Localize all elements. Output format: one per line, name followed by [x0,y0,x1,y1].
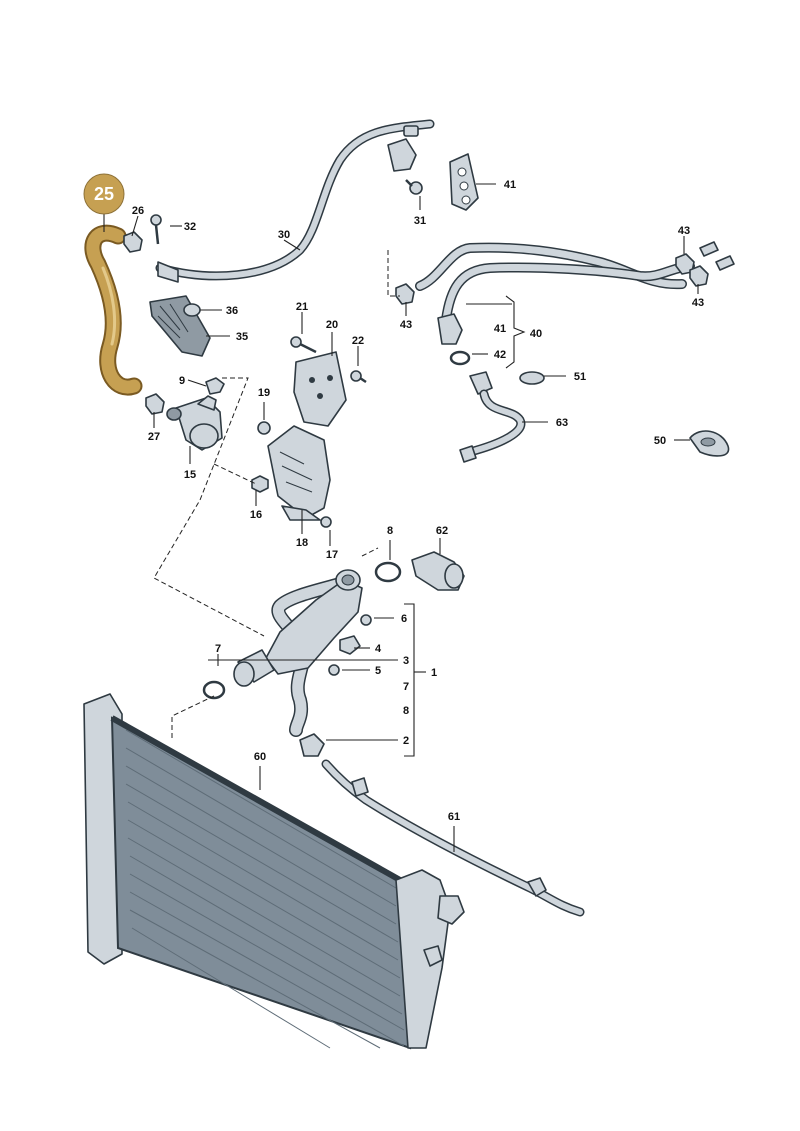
nut-16 [251,475,269,493]
o-ring-7 [202,680,226,700]
clip-9 [205,377,225,395]
callout-17[interactable]: 17 [326,549,338,561]
callout-16[interactable]: 16 [250,509,262,521]
water-pump-15 [166,395,223,451]
radiator-60 [83,693,465,1050]
assembly-line-radiator [171,695,215,738]
coolant-pipe-41 [415,242,695,345]
bolt-31 [405,179,423,195]
callout-18[interactable]: 18 [296,537,308,549]
callout-7-list[interactable]: 7 [403,681,409,693]
callout-19[interactable]: 19 [258,387,270,399]
callout-8-oring[interactable]: 8 [387,525,393,537]
callout-25-label: 25 [94,184,114,204]
callout-50[interactable]: 50 [654,435,666,447]
bolt-19 [257,421,271,435]
callout-8-list[interactable]: 8 [403,705,409,717]
callout-63[interactable]: 63 [556,417,568,429]
callout-22[interactable]: 22 [352,335,364,347]
callout-labels: 26 32 30 36 35 9 27 15 19 16 21 20 22 18… [132,179,704,823]
coolant-pipe-30 [155,119,435,281]
callout-43-upper-right[interactable]: 43 [678,225,690,237]
callout-51[interactable]: 51 [574,371,586,383]
callout-20[interactable]: 20 [326,319,338,331]
callout-31[interactable]: 31 [414,215,426,227]
callout-15[interactable]: 15 [184,469,196,481]
grommet-51 [519,371,545,385]
callout-7-oring[interactable]: 7 [215,643,221,655]
callout-30[interactable]: 30 [278,229,290,241]
callout-36[interactable]: 36 [226,305,238,317]
callout-3[interactable]: 3 [403,655,409,667]
callout-42[interactable]: 42 [494,349,506,361]
callout-9[interactable]: 9 [179,375,185,387]
callout-27[interactable]: 27 [148,431,160,443]
bracket-20 [290,336,367,427]
assembly-line-pump [213,463,257,485]
coolant-hose-highlighted[interactable] [84,224,143,396]
callout-40[interactable]: 40 [530,328,542,340]
connector-62 [411,551,465,591]
callout-4[interactable]: 4 [375,643,382,655]
coolant-pipe-63 [459,371,526,463]
thermostat-housing-1 [233,569,372,757]
gasket-41 [449,153,479,211]
bracket-18 [267,425,332,528]
callout-62[interactable]: 62 [436,525,448,537]
callout-43-lower-right[interactable]: 43 [692,297,704,309]
leader-lines [103,183,699,852]
callout-43-left[interactable]: 43 [400,319,412,331]
callout-25-highlighted[interactable]: 25 [83,173,125,215]
callout-41-pipe[interactable]: 41 [494,323,506,335]
callout-61[interactable]: 61 [448,811,460,823]
clips-43 [395,241,735,305]
callout-21[interactable]: 21 [296,301,308,313]
callout-5[interactable]: 5 [375,665,381,677]
bracket-35 [149,261,211,357]
callout-1[interactable]: 1 [431,667,437,679]
o-ring-8 [374,561,402,583]
fasteners-upper-left [123,214,165,415]
callout-26[interactable]: 26 [132,205,144,217]
cap-50 [689,430,730,457]
assembly-boundary-left [153,377,265,637]
o-ring-42 [449,350,471,366]
coolant-pipe-61 [321,759,585,917]
callout-35[interactable]: 35 [236,331,248,343]
callout-32[interactable]: 32 [184,221,196,233]
callout-60[interactable]: 60 [254,751,266,763]
callout-2[interactable]: 2 [403,735,409,747]
callout-41-gasket[interactable]: 41 [504,179,516,191]
assembly-line-housing [361,547,379,557]
callout-6[interactable]: 6 [401,613,407,625]
